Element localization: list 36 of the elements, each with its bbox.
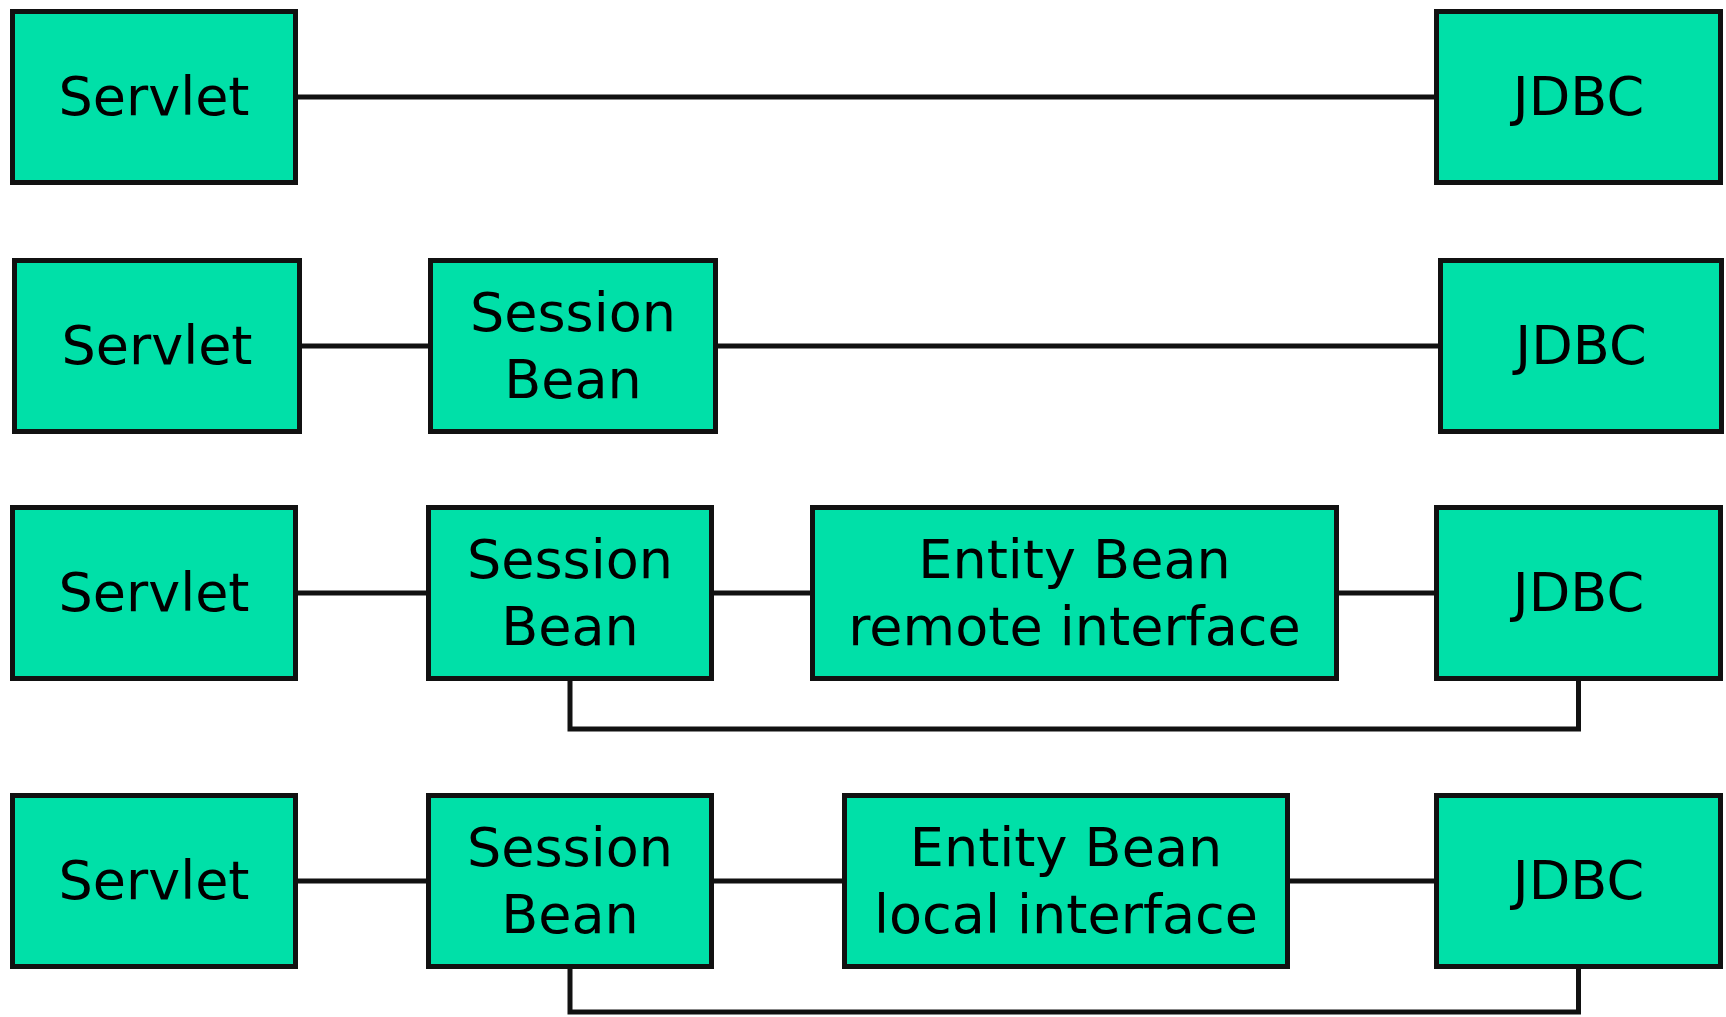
component-box: [428, 258, 718, 434]
component-label: Session Bean: [465, 814, 674, 948]
component-label: Servlet: [58, 64, 250, 131]
component-box: [10, 9, 298, 185]
connector-line: [567, 681, 1581, 732]
component-label: Servlet: [58, 848, 250, 915]
component-label: Servlet: [61, 313, 253, 380]
component-box: [1434, 505, 1723, 681]
component-box: [10, 793, 298, 969]
connector-line: [714, 878, 842, 884]
connector-line: [714, 590, 810, 596]
component-box: [426, 793, 714, 969]
connector-line: [298, 590, 426, 596]
component-label: JDBC: [1512, 560, 1645, 627]
connector-line: [567, 969, 1581, 1015]
component-box: [426, 505, 714, 681]
connector-line: [1290, 878, 1434, 884]
component-label: Session Bean: [465, 526, 674, 660]
component-label: JDBC: [1512, 64, 1645, 131]
component-box: [842, 793, 1290, 969]
component-label: JDBC: [1512, 848, 1645, 915]
component-box: [1434, 793, 1723, 969]
component-label: Servlet: [58, 560, 250, 627]
component-box: [1438, 258, 1724, 434]
component-label: Entity Bean remote interface: [847, 526, 1302, 660]
component-box: [10, 505, 298, 681]
connector-line: [298, 94, 1434, 100]
component-label: Entity Bean local interface: [873, 814, 1259, 948]
connector-line: [298, 878, 426, 884]
connector-line: [718, 343, 1438, 349]
connector-line: [302, 343, 428, 349]
component-label: Session Bean: [468, 279, 677, 413]
connector-line: [1339, 590, 1434, 596]
component-box: [1434, 9, 1723, 185]
component-box: [12, 258, 302, 434]
component-box: [810, 505, 1339, 681]
